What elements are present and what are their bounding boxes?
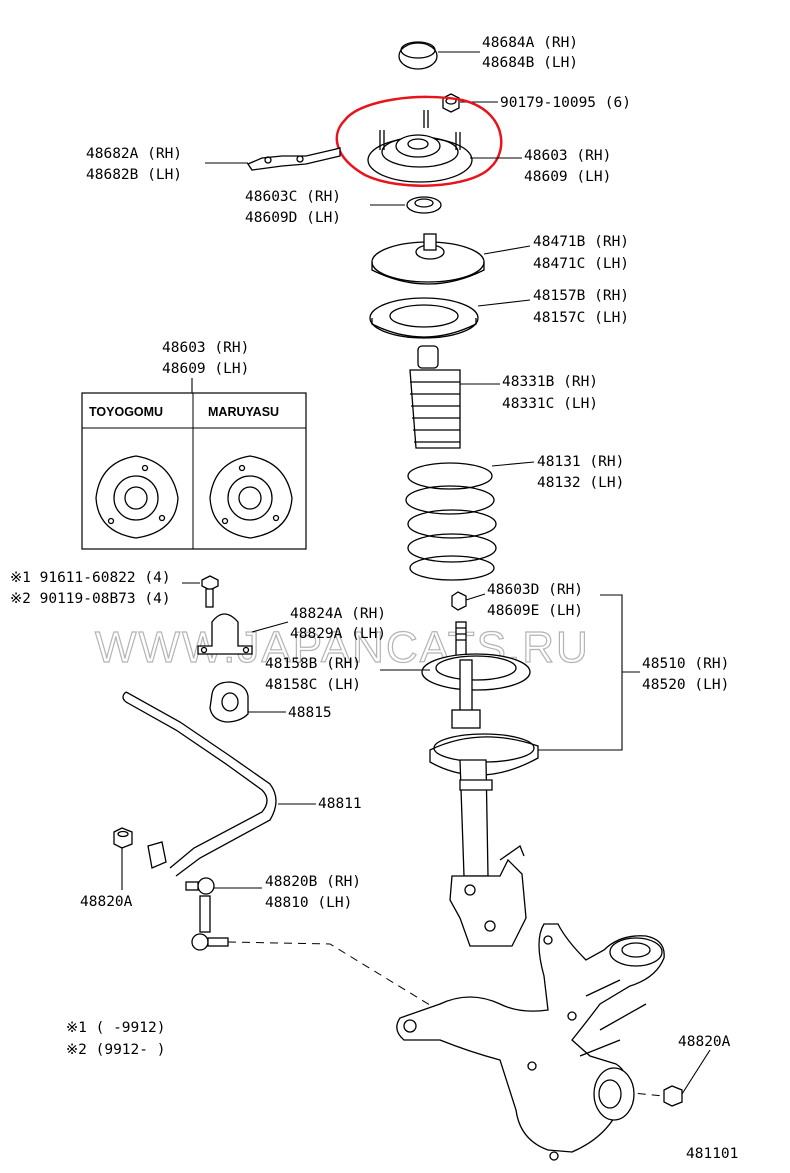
bearing-part-48471 [371,233,485,285]
highlight-circle [335,95,503,187]
label-bolt-2: ※2 90119-08B73 (4) [10,591,171,607]
inset-box: TOYOGOMU MARUYASU [81,392,307,550]
label-48471c: 48471C (LH) [533,256,629,272]
label-48811: 48811 [318,796,362,812]
label-bolt-1: ※1 91611-60822 (4) [10,570,171,586]
label-48810: 48810 (LH) [265,895,352,911]
strut-assembly-48510 [421,621,539,947]
stabilizer-link-48820b [185,877,229,951]
bolt-part-91611 [201,575,219,608]
label-48132: 48132 (LH) [537,475,624,491]
label-48331b: 48331B (RH) [502,374,598,390]
label-48824a: 48824A (RH) [290,606,386,622]
leader-48824 [251,621,289,633]
spring-part-48131 [405,462,497,581]
mount-variant-toyogomu [95,455,179,539]
label-48157c: 48157C (LH) [533,310,629,326]
bracket-part-48824 [197,613,253,655]
bushing-part-48815 [209,681,249,723]
label-48820b: 48820B (RH) [265,874,361,890]
label-48471b: 48471B (RH) [533,234,629,250]
label-48682b: 48682B (LH) [86,167,182,183]
label-48603-top: 48603 (RH) [524,148,611,164]
insulator-part-48157 [369,297,479,339]
nut-part-48603d [451,591,467,611]
label-48603c: 48603C (RH) [245,189,341,205]
inset-header-toyogomu: TOYOGOMU [89,405,163,419]
label-48131: 48131 (RH) [537,454,624,470]
steering-knuckle [396,923,665,1161]
label-90179: 90179-10095 (6) [500,95,631,111]
boot-part-48331 [409,345,461,449]
label-48603-inset: 48603 (RH) [162,340,249,356]
label-48684b: 48684B (LH) [482,55,578,71]
nut-part-48820a-right [663,1085,683,1107]
nut-part-48820a-left [113,827,133,849]
figure-number: 481101 [686,1146,738,1162]
label-48820a-left: 48820A [80,894,133,910]
cap-part-48684 [398,41,438,70]
label-48157b: 48157B (RH) [533,288,629,304]
washer-part-48603c [406,196,442,214]
bracket-part-48682 [247,147,341,171]
leader-48603d [465,593,486,601]
label-48158c: 48158C (LH) [265,677,361,693]
label-48510: 48510 (RH) [642,656,729,672]
label-48331c: 48331C (LH) [502,396,598,412]
label-48609d: 48609D (LH) [245,210,341,226]
leader-48157 [477,299,531,307]
label-48829a: 48829A (LH) [290,626,386,642]
label-48815: 48815 [288,705,332,721]
note-1: ※1 ( -9912) [66,1020,165,1036]
leader-48820a-right [681,1049,711,1095]
label-48609e: 48609E (LH) [487,603,583,619]
label-48609-top: 48609 (LH) [524,169,611,185]
note-2: ※2 (9912- ) [66,1042,165,1058]
leader-48131 [491,461,535,467]
stabilizer-bar-48811 [122,691,277,877]
inset-header-maruyasu: MARUYASU [208,405,279,419]
label-48158b: 48158B (RH) [265,656,361,672]
label-48609-inset: 48609 (LH) [162,361,249,377]
leader-48471 [483,245,531,255]
label-48520: 48520 (LH) [642,677,729,693]
label-48820a-right: 48820A [678,1034,731,1050]
label-48682a: 48682A (RH) [86,146,182,162]
mount-variant-maruyasu [209,455,293,539]
label-48603d: 48603D (RH) [487,582,583,598]
upper-mount-part-48603 [367,110,473,183]
label-48684a: 48684A (RH) [482,35,578,51]
